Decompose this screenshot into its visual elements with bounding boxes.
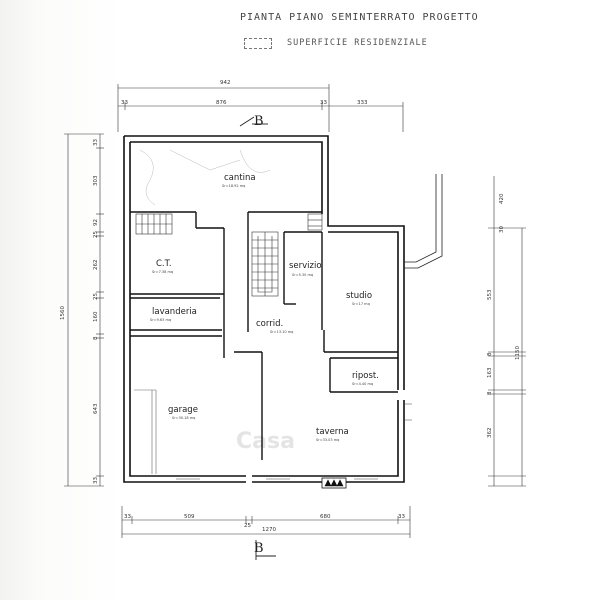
room-label-corridoio: corrid. (256, 319, 283, 329)
room-label-studio: studio (346, 291, 372, 301)
dim-top-right: 333 (357, 100, 368, 106)
right-dimension-lines (488, 176, 526, 487)
room-label-taverna: taverna (316, 427, 349, 437)
dim-left-f: 25 (93, 293, 99, 300)
dim-bottom-total: 1270 (262, 527, 276, 533)
dim-right-b: 30 (499, 226, 505, 233)
stairs-corridor (251, 231, 279, 297)
dim-left-total: 1560 (60, 306, 66, 320)
legend-swatch (244, 38, 272, 49)
dim-left-d: 25 (93, 231, 99, 238)
room-area-ripostiglio: Sr=4.40 mq (352, 382, 373, 386)
outer-walls (123, 135, 405, 483)
legend-label: SUPERFICIE RESIDENZIALE (287, 38, 428, 48)
dim-left-b: 303 (93, 175, 99, 186)
cantina-sketch (139, 149, 271, 206)
dim-right-e: 8 (487, 352, 493, 356)
room-area-cantina: Sr=18.92 mq (222, 184, 245, 188)
dim-top-mid2: 33 (320, 100, 327, 106)
interior-walls (130, 211, 398, 460)
room-label-ct: C.T. (156, 259, 172, 269)
stairs-ct (135, 213, 173, 235)
watermark-text: Casa (236, 429, 295, 454)
plan-title: PIANTA PIANO SEMINTERRATO PROGETTO (240, 12, 479, 23)
room-area-garage: Sr=30.18 mq (172, 416, 195, 420)
dim-top-left: 33 (121, 100, 128, 106)
dim-bottom-c: 25 (244, 523, 251, 529)
section-label-bottom: B (254, 541, 264, 556)
dim-left-a: 33 (93, 139, 99, 146)
room-label-servizio: servizio (289, 261, 322, 271)
section-label-top: B (254, 114, 264, 129)
exterior-stair-wall (404, 174, 443, 269)
dim-right-c: 553 (487, 289, 493, 300)
room-area-corridoio: Sr=13.10 mq (270, 330, 293, 334)
left-dimension-lines (64, 133, 104, 487)
dim-left-j: 33 (93, 477, 99, 484)
dim-bottom-d: 680 (320, 514, 331, 520)
section-marker-bottom (255, 540, 276, 560)
dim-left-g: 160 (93, 311, 99, 322)
room-label-garage: garage (168, 405, 198, 415)
room-label-cantina: cantina (224, 173, 256, 183)
dim-right-d: 1150 (515, 346, 521, 360)
room-area-lavanderia: Sr=9.63 mq (150, 318, 171, 322)
dim-left-e: 262 (93, 260, 99, 271)
dim-top-mid: 876 (216, 100, 227, 106)
dim-right-g: 8 (487, 391, 493, 395)
garage-door (134, 389, 157, 474)
dim-right-a: 420 (499, 193, 505, 204)
room-label-lavanderia: lavanderia (152, 307, 197, 317)
fireplace-grate (324, 479, 344, 487)
room-label-ripostiglio: ripost. (352, 371, 379, 381)
stairs-upper (307, 213, 323, 231)
dim-bottom-b: 509 (184, 514, 195, 520)
dim-left-i: 643 (93, 403, 99, 414)
dim-right-h: 362 (487, 428, 493, 439)
bottom-dimension-lines (121, 506, 411, 538)
section-marker-top (239, 116, 268, 127)
dim-top-total: 942 (220, 80, 231, 86)
room-area-servizio: Sr=5.30 mq (292, 273, 313, 277)
dim-bottom-e: 33 (398, 514, 405, 520)
room-area-taverna: Sr=33.03 mq (316, 438, 339, 442)
top-dimension-lines (117, 84, 404, 132)
dim-bottom-a: 33 (124, 514, 131, 520)
bottom-windows (176, 403, 412, 480)
dim-right-f: 163 (487, 367, 493, 378)
room-area-studio: Sr=17 mq (352, 302, 370, 306)
dim-left-h: 8 (93, 336, 99, 340)
dim-left-c: 92 (93, 219, 99, 226)
room-area-ct: Sr=7.38 mq (152, 270, 173, 274)
